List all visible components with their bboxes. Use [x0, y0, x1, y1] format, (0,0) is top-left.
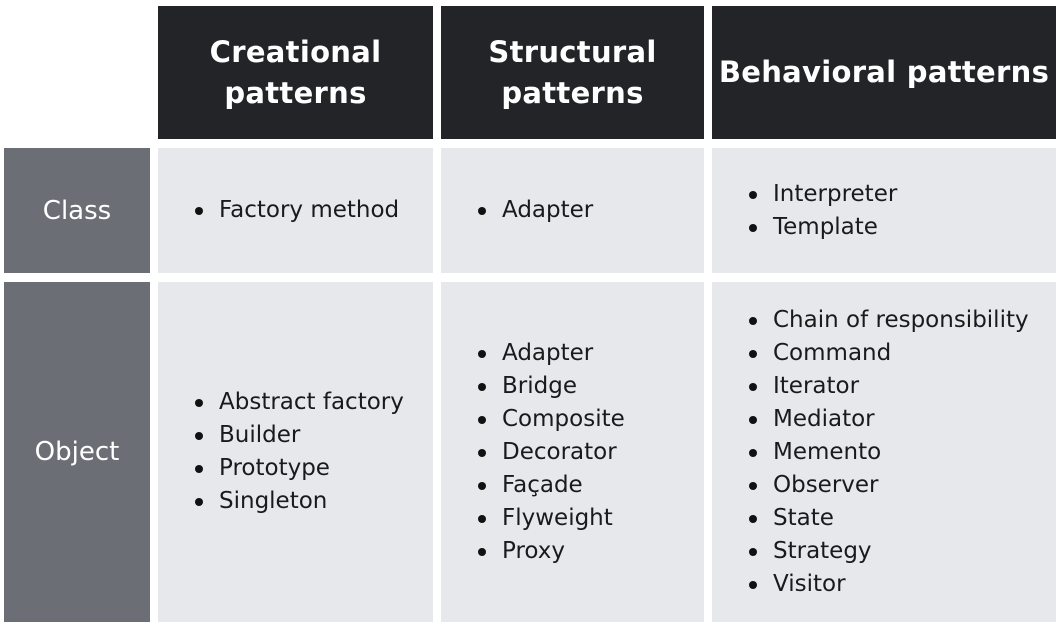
- pattern-item: Command: [746, 337, 1029, 370]
- pattern-item: Flyweight: [475, 502, 625, 535]
- pattern-item: State: [746, 502, 1029, 535]
- cell-object-structural: Adapter Bridge Composite Decorator Façad…: [441, 282, 704, 622]
- cell-object-creational: Abstract factory Builder Prototype Singl…: [158, 282, 433, 622]
- pattern-item: Memento: [746, 436, 1029, 469]
- pattern-item: Builder: [192, 419, 404, 452]
- pattern-item: Adapter: [475, 337, 625, 370]
- column-header-label: Creational patterns: [209, 34, 382, 110]
- pattern-item: Interpreter: [746, 178, 897, 211]
- cell-class-structural: Adapter: [441, 148, 704, 273]
- pattern-item: Chain of responsibility: [746, 304, 1029, 337]
- row-header-class: Class: [4, 148, 150, 273]
- pattern-item: Proxy: [475, 535, 625, 568]
- row-header-label: Class: [42, 195, 112, 226]
- column-header-label: Behavioral patterns: [718, 55, 1050, 89]
- column-header-structural: Structural patterns: [441, 6, 704, 139]
- pattern-item: Factory method: [192, 194, 399, 227]
- pattern-item: Iterator: [746, 370, 1029, 403]
- pattern-list: Factory method: [192, 194, 399, 227]
- pattern-list: Chain of responsibility Command Iterator…: [746, 304, 1029, 601]
- column-header-behavioral: Behavioral patterns: [712, 6, 1056, 139]
- pattern-list: Abstract factory Builder Prototype Singl…: [192, 386, 404, 518]
- pattern-item: Visitor: [746, 568, 1029, 601]
- cell-class-creational: Factory method: [158, 148, 433, 273]
- cell-object-behavioral: Chain of responsibility Command Iterator…: [712, 282, 1056, 622]
- pattern-item: Mediator: [746, 403, 1029, 436]
- pattern-item: Adapter: [475, 194, 593, 227]
- row-header-object: Object: [4, 282, 150, 622]
- column-header-label: Structural patterns: [488, 34, 657, 110]
- pattern-item: Composite: [475, 403, 625, 436]
- pattern-item: Bridge: [475, 370, 625, 403]
- pattern-item: Template: [746, 211, 897, 244]
- row-header-label: Object: [34, 437, 120, 467]
- pattern-item: Strategy: [746, 535, 1029, 568]
- column-header-creational: Creational patterns: [158, 6, 433, 139]
- cell-class-behavioral: Interpreter Template: [712, 148, 1056, 273]
- pattern-item: Façade: [475, 469, 625, 502]
- pattern-item: Singleton: [192, 485, 404, 518]
- pattern-item: Abstract factory: [192, 386, 404, 419]
- pattern-item: Observer: [746, 469, 1029, 502]
- pattern-list: Interpreter Template: [746, 178, 897, 244]
- pattern-item: Decorator: [475, 436, 625, 469]
- pattern-list: Adapter Bridge Composite Decorator Façad…: [475, 337, 625, 568]
- pattern-list: Adapter: [475, 194, 593, 227]
- pattern-item: Prototype: [192, 452, 404, 485]
